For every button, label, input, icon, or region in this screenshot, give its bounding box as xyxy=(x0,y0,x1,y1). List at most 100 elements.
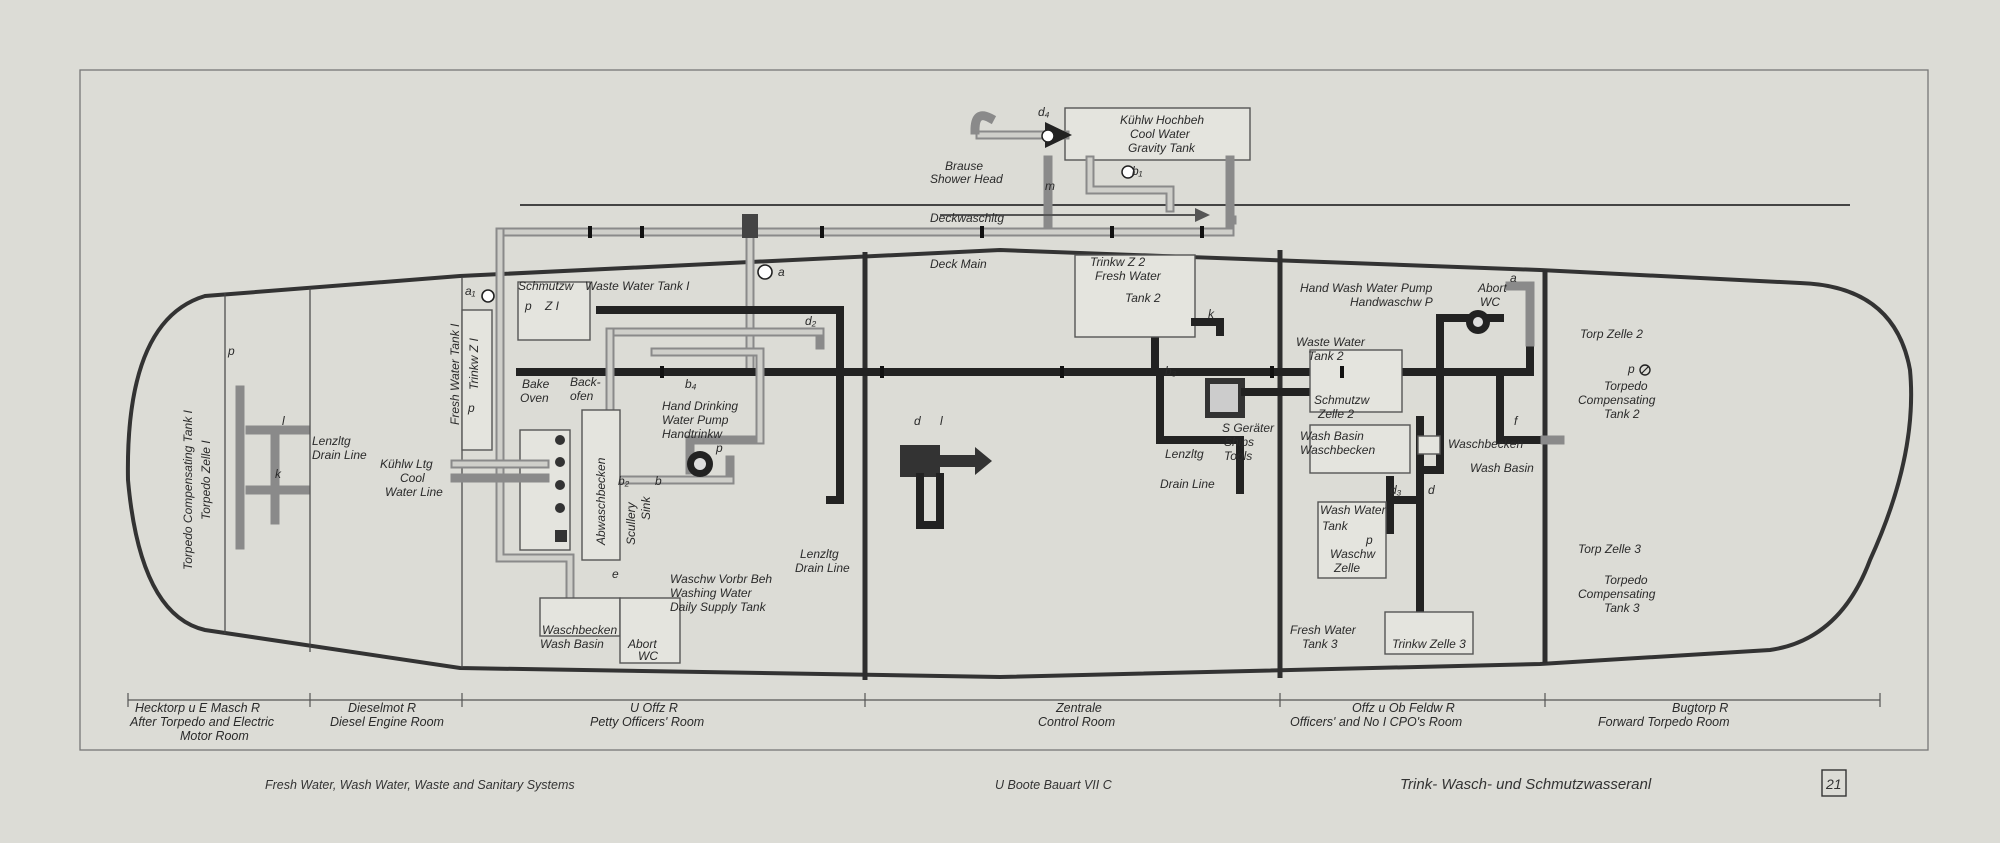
label-wwtank-4: Zelle xyxy=(1333,561,1360,575)
fresh-water-tank-3 xyxy=(1384,611,1474,655)
valve-m-icon xyxy=(1041,129,1055,143)
room-names: Hecktorp u E Masch R After Torpedo and E… xyxy=(129,701,1730,743)
label-ww2-1: Waste Water xyxy=(1296,335,1366,349)
label-sgerate3: Tools xyxy=(1224,449,1252,463)
wash-basin-fwd xyxy=(1309,424,1411,474)
fresh-water-tank-2 xyxy=(1074,254,1196,338)
label-scullery1: Scullery xyxy=(624,501,638,545)
room-1-en1: Diesel Engine Room xyxy=(330,715,444,729)
label-lenz1-en: Drain Line xyxy=(312,448,367,462)
label-fw-tank1-de: Trinkw Z I xyxy=(467,338,481,390)
label-p-fw: p xyxy=(467,401,475,415)
label-ww2-2: Tank 2 xyxy=(1308,349,1344,363)
label-d3: d₃ xyxy=(1390,483,1402,497)
pipe-section-marks xyxy=(588,226,1344,378)
label-trinkz2-en1: Fresh Water xyxy=(1095,269,1162,283)
room-5-de: Bugtorp R xyxy=(1672,701,1728,715)
label-torpz2-1: Torp Zelle 2 xyxy=(1580,327,1643,341)
label-m: m xyxy=(1045,179,1055,193)
room-3-de: Zentrale xyxy=(1055,701,1102,715)
label-wb2-en: Wash Basin xyxy=(1300,429,1364,443)
room-0-en1: After Torpedo and Electric xyxy=(129,715,275,729)
label-a: a xyxy=(778,265,785,279)
room-dimension-ticks xyxy=(127,693,1881,707)
label-kuhl-line2: Cool xyxy=(400,471,425,485)
room-0-de: Hecktorp u E Masch R xyxy=(135,701,260,715)
label-lenz2-de: Lenzltg xyxy=(800,547,839,561)
label-shower-en: Shower Head xyxy=(930,172,1003,186)
label-f: f xyxy=(1514,414,1519,428)
sink-valves xyxy=(555,435,567,542)
label-k: k xyxy=(275,467,282,481)
control-pump xyxy=(900,445,940,477)
label-wash-supply2: Washing Water xyxy=(670,586,753,600)
label-torpz2-3: Compensating xyxy=(1578,393,1656,407)
label-torpz3-1: Torp Zelle 3 xyxy=(1578,542,1641,556)
label-waste1-en: Waste Water Tank I xyxy=(585,279,690,293)
label-scullery2: Sink xyxy=(639,496,653,520)
waste-water-tank-1 xyxy=(517,281,591,341)
label-hand-pump3: Handtrinkw xyxy=(662,427,723,441)
label-b3: b₃ xyxy=(1165,364,1177,378)
label-wash-supply1: Waschw Vorbr Beh xyxy=(670,572,772,586)
label-a-r: a xyxy=(1510,271,1517,285)
footer-page-number: 21 xyxy=(1825,776,1842,792)
footer-right: Trink- Wasch- und Schmutzwasseranl xyxy=(1400,776,1652,793)
deck-fitting xyxy=(742,214,758,238)
label-wb-de: Waschbecken xyxy=(542,623,617,637)
fresh-water-tank-1 xyxy=(461,309,493,451)
label-e: e xyxy=(612,567,619,581)
label-d-r: d xyxy=(1428,483,1435,497)
room-5-en1: Forward Torpedo Room xyxy=(1598,715,1730,729)
label-lenz3-de: Lenzltg xyxy=(1165,447,1204,461)
label-torpz3-2: Torpedo xyxy=(1604,573,1648,587)
label-b2: b₂ xyxy=(618,474,630,488)
label-sgerate2: Ships xyxy=(1224,435,1254,449)
label-d: d xyxy=(914,414,921,428)
page-number-box xyxy=(1821,769,1847,797)
label-torpz3-4: Tank 3 xyxy=(1604,601,1640,615)
label-hw-pump2: Handwaschw P xyxy=(1350,295,1433,309)
label-lenz3-en: Drain Line xyxy=(1160,477,1215,491)
label-b4: b₄ xyxy=(685,377,697,391)
hull-outline xyxy=(125,247,1914,680)
label-lenz1-de: Lenzltg xyxy=(312,434,351,448)
footer-center: U Boote Bauart VII C xyxy=(995,778,1113,792)
valve-a1-icon xyxy=(481,289,495,303)
label-torp-zelle1: Torpedo Zelle I xyxy=(199,440,213,520)
label-d4: d₄ xyxy=(1038,105,1050,119)
label-fw-tank1-en: Fresh Water Tank I xyxy=(448,323,462,425)
abwaschbecken xyxy=(581,409,621,561)
label-waste1-de: Schmutzw xyxy=(518,279,575,293)
label-shower-de: Brause xyxy=(945,159,983,173)
label-deck-en: Deck Main xyxy=(930,257,987,271)
label-washbasin-r: Wash Basin xyxy=(1470,461,1534,475)
label-p-tz2: p xyxy=(1627,362,1635,376)
wash-water-tank xyxy=(1317,501,1387,579)
label-trinkz2-en2: Tank 2 xyxy=(1125,291,1161,305)
label-trinkz2-de: Trinkw Z 2 xyxy=(1090,255,1145,269)
label-bake-de: Back- xyxy=(570,375,601,389)
label-abort2b: WC xyxy=(1480,295,1500,309)
label-cool-tank-en1: Cool Water xyxy=(1130,127,1191,141)
label-a1: a₁ xyxy=(465,284,476,298)
label-lenz2-en: Drain Line xyxy=(795,561,850,575)
label-abort2: Abort xyxy=(1477,281,1507,295)
room-4-de: Offz u Ob Feldw R xyxy=(1352,701,1455,715)
label-p-tz1: p xyxy=(227,344,235,358)
label-torp-comp1: Torpedo Compensating Tank I xyxy=(181,409,195,570)
label-sgerate1: S Geräter xyxy=(1222,421,1275,435)
plate-border xyxy=(79,69,1929,751)
pipe-drain-mid xyxy=(1156,368,1244,494)
label-abwasch: Abwaschbecken xyxy=(594,457,608,546)
label-wwtank-1: Wash Water xyxy=(1320,503,1387,517)
washing-water-daily-supply-tank xyxy=(539,597,621,637)
label-fw3-2: Tank 3 xyxy=(1302,637,1338,651)
label-hand-pump1: Hand Drinking xyxy=(662,399,738,413)
label-deck-de: Deckwaschltg xyxy=(930,211,1004,225)
abort-wc-aft xyxy=(619,597,681,664)
label-abort1: Abort xyxy=(627,637,657,651)
label-k2: k xyxy=(1208,307,1215,321)
